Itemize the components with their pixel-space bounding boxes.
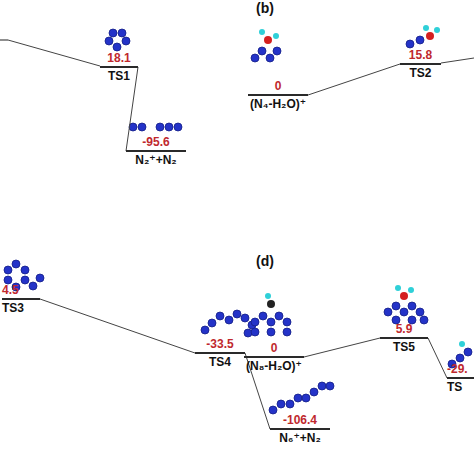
path-line [8, 40, 100, 66]
energy-value: -33.5 [195, 337, 245, 351]
reaction-path [308, 64, 400, 95]
energy-level: 15.8TS2 [400, 48, 441, 80]
level-stub [0, 39, 8, 40]
energy-level: 4.5TS3 [0, 283, 40, 315]
energy-level: -29. TS [445, 362, 474, 394]
state-label: TS5 [380, 340, 428, 354]
energy-level: 0 (N₄-H₂O)⁺ [248, 79, 308, 111]
state-label: TS2 [400, 66, 441, 80]
path-line [441, 58, 474, 63]
state-label: N₆⁺+N₂ [270, 431, 330, 445]
state-label: (N₄-H₂O)⁺ [248, 97, 308, 111]
reaction-path [304, 338, 380, 357]
energy-level: 5.9TS5 [380, 322, 428, 354]
state-label: TS1 [100, 69, 138, 83]
level-bar [244, 356, 304, 358]
energy-level: -95.6N₂⁺+N₂ [126, 135, 186, 167]
level-bar [248, 94, 308, 96]
energy-value: 4.5 [2, 283, 40, 297]
state-label: TS [447, 380, 474, 394]
level-bar [195, 352, 245, 354]
molecules [4, 29, 472, 414]
level-bar [447, 377, 474, 379]
energy-value: -95.6 [126, 135, 186, 149]
energy-value: 18.1 [100, 51, 138, 65]
energy-level: -106.4N₆⁺+N₂ [270, 413, 330, 445]
state-label: N₂⁺+N₂ [126, 153, 186, 167]
energy-level: -33.5TS4 [195, 337, 245, 369]
reaction-path [428, 338, 447, 378]
energy-value: -29. [447, 362, 474, 376]
level-bar [380, 337, 428, 339]
state-label: TS3 [2, 301, 40, 315]
reaction-path [40, 299, 195, 353]
energy-value: -106.4 [270, 413, 330, 427]
energy-level: 0 (N₈-H₂O)⁺ [244, 341, 304, 373]
energy-value: 0 [244, 341, 304, 355]
level-bar [270, 428, 330, 430]
energy-value: 15.8 [400, 48, 441, 62]
energy-value: 0 [248, 79, 308, 93]
panel-label: (d) [256, 253, 274, 269]
energy-level: 18.1TS1 [100, 51, 138, 83]
level-bar [126, 150, 186, 152]
state-label: TS4 [195, 355, 245, 369]
level-bar [100, 66, 138, 68]
level-bar [400, 63, 441, 65]
energy-value: 5.9 [380, 322, 428, 336]
level-bar [2, 298, 40, 300]
panel-label: (b) [256, 0, 274, 16]
state-label: (N₈-H₂O)⁺ [244, 359, 304, 373]
water-molecules [259, 25, 465, 347]
